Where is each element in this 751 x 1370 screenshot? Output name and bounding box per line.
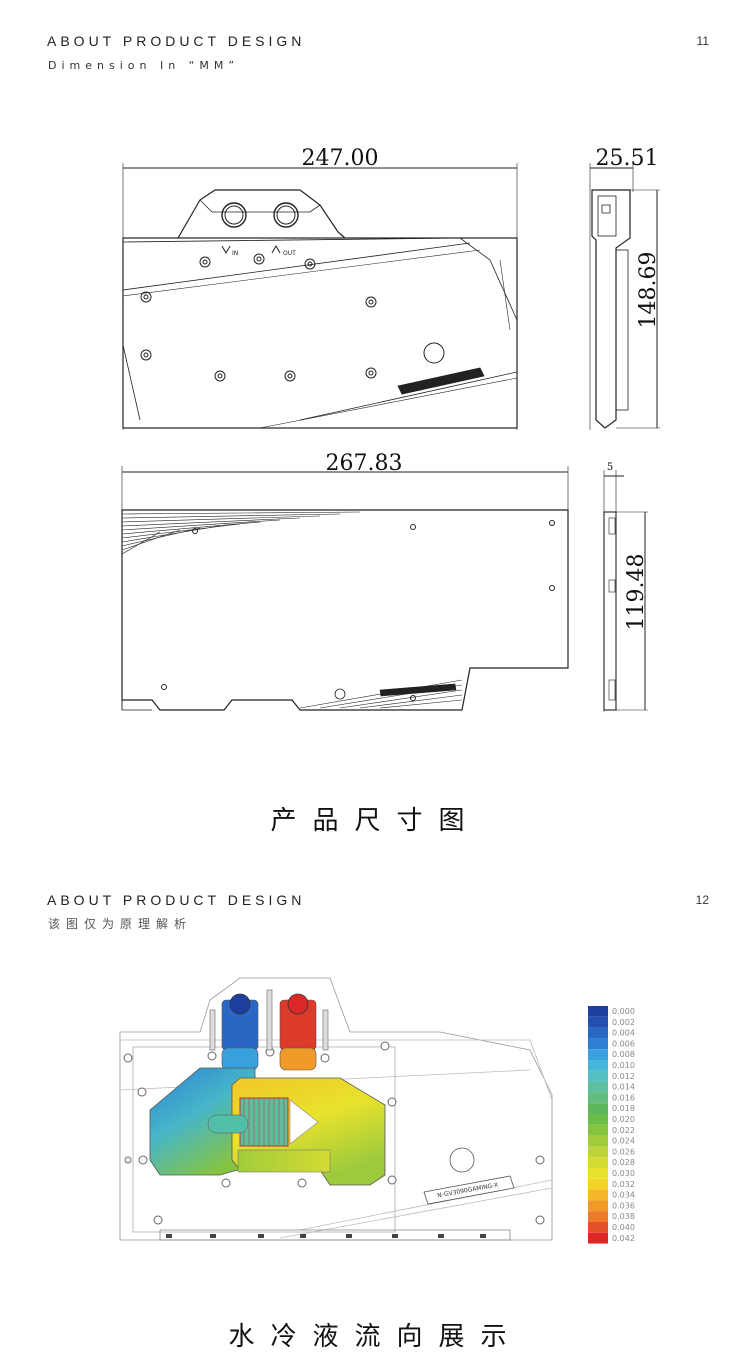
- legend-label: 0.004: [612, 1029, 635, 1038]
- model-label-flow: N-GV3090GAMING-X: [437, 1182, 499, 1200]
- dimension-height-back: 119.48: [624, 554, 649, 631]
- legend-swatch: [588, 1103, 608, 1114]
- legend-swatch: [588, 1178, 608, 1190]
- legend-label: 0.028: [612, 1158, 635, 1167]
- legend-label: 0.036: [612, 1201, 635, 1210]
- legend-label: 0.026: [612, 1147, 635, 1156]
- section-title-flow: ABOUT PRODUCT DESIGN: [47, 892, 306, 908]
- legend-swatch: [588, 1232, 608, 1244]
- dimension-depth-top: 25.51: [596, 146, 659, 171]
- legend-label: 0.032: [612, 1180, 635, 1189]
- caption-dimensions: 产品尺寸图: [270, 806, 481, 836]
- dimension-drawing: 247.00 IN OUT 25.51 148.69: [121, 146, 661, 712]
- legend-swatch: [588, 1092, 608, 1104]
- legend-label: 0.042: [612, 1234, 635, 1243]
- legend-swatch: [588, 1211, 608, 1222]
- legend-label: 0.024: [612, 1137, 635, 1146]
- legend-label: 0.014: [612, 1083, 635, 1092]
- section-subtitle-dimensions: Dimension In “MM”: [48, 59, 240, 72]
- legend-label: 0.008: [612, 1050, 635, 1059]
- legend-swatch: [588, 1200, 608, 1212]
- legend-label: 0.006: [612, 1039, 635, 1048]
- dimension-width-back: 267.83: [326, 451, 403, 476]
- legend-swatch: [588, 1222, 608, 1233]
- legend-label: 0.010: [612, 1061, 635, 1070]
- legend-label: 0.034: [612, 1191, 635, 1200]
- dimension-depth-back: 5: [607, 462, 613, 473]
- legend-swatch: [588, 1124, 608, 1136]
- legend-swatch: [588, 1038, 608, 1050]
- legend-swatch: [588, 1060, 608, 1071]
- legend-label: 0.018: [612, 1104, 635, 1113]
- dimension-height-top: 148.69: [636, 252, 661, 329]
- legend-swatch: [588, 1114, 608, 1125]
- section-subtitle-flow: 该图仅为原理解析: [48, 917, 193, 931]
- page-number-11: 11: [696, 34, 709, 48]
- legend-swatch: [588, 1081, 608, 1093]
- legend-swatch: [588, 1189, 608, 1201]
- legend-label: 0.020: [612, 1115, 635, 1124]
- legend-swatch: [588, 1146, 608, 1158]
- page-number-12: 12: [695, 893, 709, 907]
- legend-swatch: [588, 1135, 608, 1147]
- legend-swatch: [588, 1027, 608, 1039]
- legend-swatch: [588, 1168, 608, 1179]
- legend-swatch: [588, 1016, 608, 1028]
- dimension-width-top: 247.00: [302, 146, 379, 171]
- legend-swatch: [588, 1070, 608, 1082]
- legend-label: 0.012: [612, 1072, 635, 1081]
- legend-swatch: [588, 1049, 608, 1060]
- legend-label: 0.016: [612, 1093, 635, 1102]
- legend-label: 0.040: [612, 1223, 635, 1232]
- legend-swatch: [588, 1006, 608, 1017]
- legend-label: 0.002: [612, 1018, 635, 1027]
- legend-swatch: [588, 1157, 608, 1168]
- legend-label: 0.022: [612, 1126, 635, 1135]
- port-out-label: OUT: [283, 250, 296, 257]
- caption-flow: 水冷液流向展示: [228, 1322, 523, 1352]
- port-in-label: IN: [232, 250, 238, 257]
- section-title-dimensions: ABOUT PRODUCT DESIGN: [47, 33, 306, 49]
- legend-label: 0.038: [612, 1212, 635, 1221]
- legend-label: 0.000: [612, 1007, 635, 1016]
- legend-label: 0.030: [612, 1169, 635, 1178]
